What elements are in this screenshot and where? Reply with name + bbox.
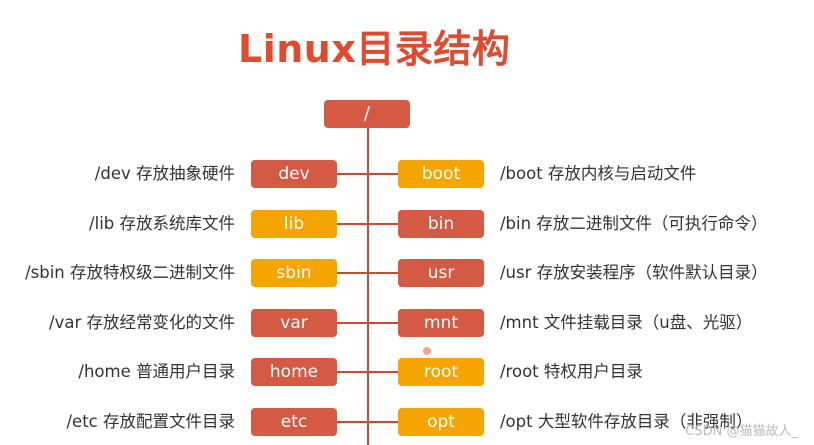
node-var: var xyxy=(251,309,337,337)
desc-root: /root 特权用户目录 xyxy=(500,362,643,381)
tree-trunk-line xyxy=(367,128,369,445)
branch-line-var xyxy=(337,322,367,324)
node-etc: etc xyxy=(251,408,337,436)
node-root: root xyxy=(398,358,484,386)
node-mnt: mnt xyxy=(398,309,484,337)
node-opt: opt xyxy=(398,408,484,436)
branch-line-opt xyxy=(369,421,398,423)
desc-opt: /opt 大型软件存放目录（非强制） xyxy=(500,412,753,431)
branch-line-dev xyxy=(337,173,367,175)
node-sbin: sbin xyxy=(251,259,337,287)
watermark: CSDN @猫猫故人_ xyxy=(685,424,798,439)
desc-etc: /etc 存放配置文件目录 xyxy=(66,412,236,431)
cursor-dot xyxy=(423,347,431,355)
branch-line-usr xyxy=(369,272,398,274)
node-lib: lib xyxy=(251,210,337,238)
desc-usr: /usr 存放安装程序（软件默认目录） xyxy=(500,263,768,282)
node-home: home xyxy=(251,358,337,386)
desc-bin: /bin 存放二进制文件（可执行命令） xyxy=(500,214,768,233)
diagram-title: Linux目录结构 xyxy=(238,27,511,71)
node-dev: dev xyxy=(251,160,337,188)
branch-line-root xyxy=(369,371,398,373)
desc-mnt: /mnt 文件挂载目录（u盘、光驱） xyxy=(500,313,753,332)
desc-home: /home 普通用户目录 xyxy=(78,362,235,381)
branch-line-home xyxy=(337,371,367,373)
branch-line-sbin xyxy=(337,272,367,274)
branch-line-mnt xyxy=(369,322,398,324)
desc-sbin: /sbin 存放特权级二进制文件 xyxy=(25,263,235,282)
branch-line-etc xyxy=(337,421,367,423)
node-bin: bin xyxy=(398,210,484,238)
desc-boot: /boot 存放内核与启动文件 xyxy=(500,164,697,183)
desc-lib: /lib 存放系统库文件 xyxy=(89,214,235,233)
node-usr: usr xyxy=(398,259,484,287)
node-boot: boot xyxy=(398,160,484,188)
desc-var: /var 存放经常变化的文件 xyxy=(49,313,235,332)
desc-dev: /dev 存放抽象硬件 xyxy=(94,164,235,183)
root-directory-node: / xyxy=(324,100,410,128)
branch-line-lib xyxy=(337,223,367,225)
branch-line-bin xyxy=(369,223,398,225)
branch-line-boot xyxy=(369,173,398,175)
